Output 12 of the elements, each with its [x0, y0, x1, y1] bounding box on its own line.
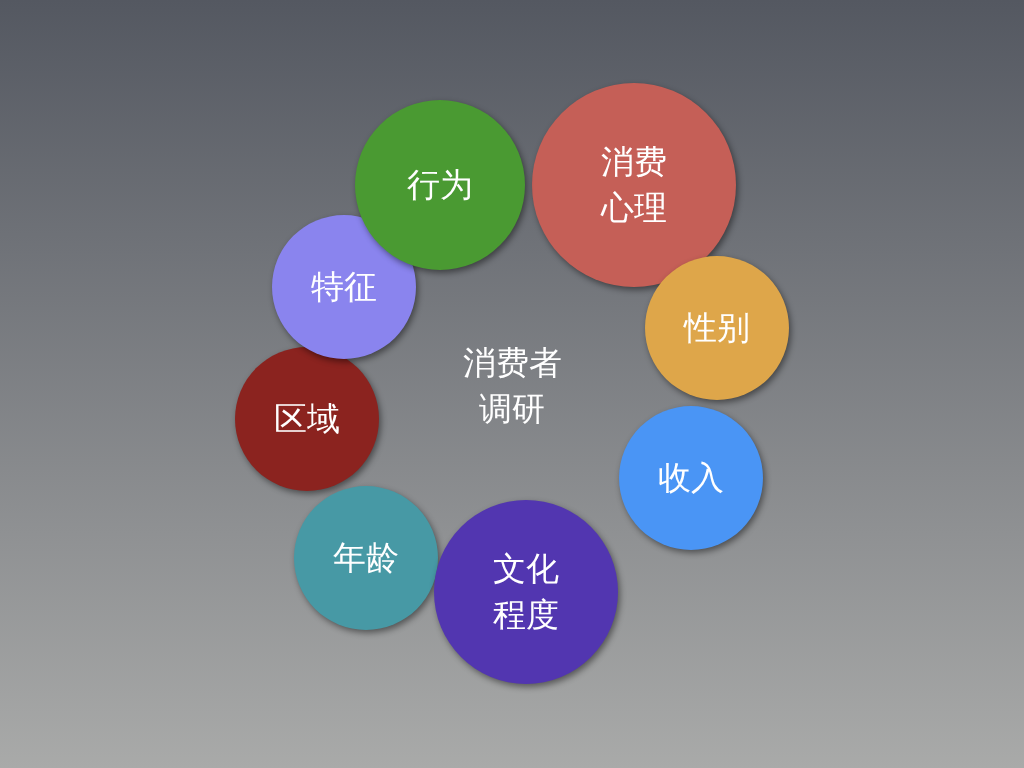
center-title: 消费者调研 [461, 342, 563, 431]
circle-label: 特征 [311, 265, 377, 308]
category-circle [619, 406, 763, 550]
circle-label: 区域 [274, 397, 340, 440]
circle-label: 文化程度 [492, 547, 560, 636]
circle-label: 消费心理 [599, 140, 668, 229]
category-circle [434, 500, 618, 684]
circle-label: 收入 [658, 456, 724, 499]
circle-label: 行为 [407, 163, 473, 206]
circle-label: 年龄 [333, 536, 399, 579]
circle-label: 性别 [684, 306, 750, 349]
category-circle [294, 486, 438, 630]
